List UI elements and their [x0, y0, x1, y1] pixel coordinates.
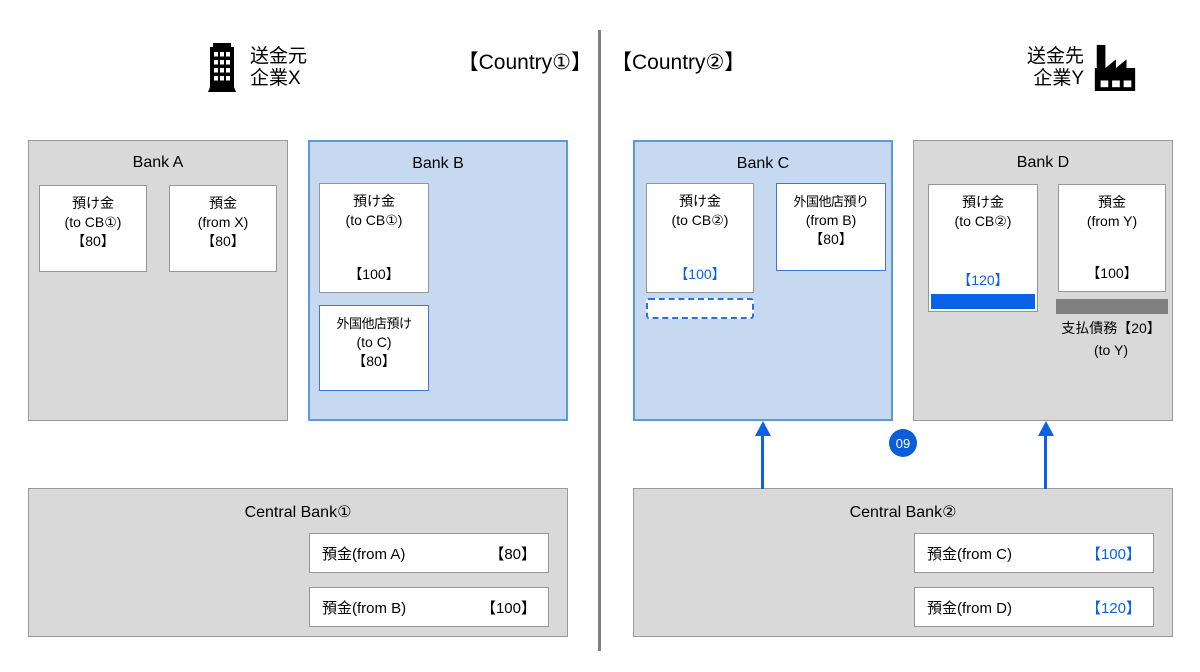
- cell-line: (to CB②): [671, 212, 729, 228]
- cell-value-highlight: 【120】: [957, 272, 1009, 288]
- transfer-arrow-to-bank-c-line: [761, 434, 764, 489]
- cell-value: 【80】: [809, 231, 853, 247]
- cell-value-highlight: 【100】: [674, 266, 726, 282]
- bank-d-deposit-from-y-cell: 預金 (from Y) 【100】: [1058, 184, 1166, 292]
- cell-line: 預け金: [72, 195, 114, 211]
- row-value-highlight: 【100】: [1085, 545, 1141, 563]
- central-bank-2-title: Central Bank②: [849, 504, 957, 521]
- central-bank-1-box: Central Bank① 預金(from A) 【80】 預金(from B)…: [28, 488, 568, 637]
- factory-icon: [1091, 43, 1139, 93]
- sender-role: 送金元: [250, 46, 308, 67]
- bank-c-pending-cell: [646, 298, 754, 319]
- bank-b-foreign-nostro-cell: 外国他店預け (to C) 【80】: [319, 305, 429, 391]
- cell-line: 預金: [1098, 194, 1126, 210]
- cb1-row-from-a: 預金(from A) 【80】: [309, 533, 549, 573]
- payable-line1: 支払債務【20】: [1061, 320, 1161, 336]
- bank-b-box: Bank B 預け金 (to CB①) 【100】 外国他店預け (to C) …: [308, 140, 568, 421]
- sender-label: 送金元 企業X: [250, 46, 307, 90]
- cell-line: 外国他店預け: [336, 316, 412, 331]
- cell-line: (to CB①): [345, 212, 403, 228]
- office-building-icon: [205, 41, 239, 93]
- cell-line: 預け金: [679, 193, 721, 209]
- cell-line: (to C): [356, 334, 392, 350]
- cell-value: 【80】: [201, 233, 245, 249]
- central-bank-1-title: Central Bank①: [244, 504, 352, 521]
- cell-value: 【80】: [71, 233, 115, 249]
- cell-line: (to CB②): [954, 213, 1012, 229]
- bank-c-deposit-to-cb2-cell: 預け金 (to CB②) 【100】: [646, 183, 754, 293]
- bank-b-title: Bank B: [412, 155, 464, 172]
- cb2-row-from-c: 預金(from C) 【100】: [914, 533, 1154, 573]
- cb2-row-from-d: 預金(from D) 【120】: [914, 587, 1154, 627]
- country1-label: 【Country①】: [457, 51, 592, 74]
- cell-line: 預け金: [353, 193, 395, 209]
- bank-a-deposit-to-cb1-cell: 預け金 (to CB①) 【80】: [39, 185, 147, 272]
- row-value-highlight: 【120】: [1085, 599, 1141, 617]
- bank-a-box: Bank A 預け金 (to CB①) 【80】 預金 (from X) 【80…: [28, 140, 288, 421]
- row-label: 預金(from D): [927, 599, 1012, 617]
- cell-line: 預金: [209, 195, 237, 211]
- cell-line: 外国他店預り: [793, 194, 869, 209]
- cell-line: (from Y): [1086, 213, 1138, 229]
- bank-d-box: Bank D 預け金 (to CB②) 【120】 預金 (from Y) 【1…: [913, 140, 1173, 421]
- receiver-role: 送金先: [1026, 46, 1084, 67]
- bank-a-title: Bank A: [132, 154, 184, 171]
- cell-line: (to CB①): [64, 214, 122, 230]
- receiver-company: 企業Y: [1033, 68, 1084, 89]
- row-label: 預金(from B): [322, 599, 407, 617]
- cell-value: 【80】: [352, 353, 396, 369]
- transfer-arrow-to-bank-d-head: [1038, 421, 1054, 436]
- step-badge: 09: [889, 429, 917, 457]
- cell-line: (from B): [805, 212, 857, 228]
- payable-bar: [1056, 299, 1168, 314]
- receiver-label: 送金先 企業Y: [1008, 46, 1084, 90]
- bank-c-title: Bank C: [736, 155, 790, 172]
- cell-value: 【100】: [348, 266, 400, 282]
- bank-d-title: Bank D: [1016, 154, 1070, 171]
- transfer-arrow-to-bank-c-head: [755, 421, 771, 436]
- cell-line: 預け金: [962, 194, 1004, 210]
- deposit-highlight-bar: [931, 294, 1035, 309]
- bank-a-deposit-from-x-cell: 預金 (from X) 【80】: [169, 185, 277, 272]
- cell-value: 【100】: [1086, 265, 1138, 281]
- bank-c-foreign-vostro-cell: 外国他店預り (from B) 【80】: [776, 183, 886, 271]
- country-divider: [598, 30, 601, 651]
- row-label: 預金(from A): [322, 545, 406, 563]
- row-value: 【80】: [489, 545, 536, 563]
- payable-label: 支払債務【20】 (to Y): [1041, 317, 1181, 361]
- bank-d-deposit-to-cb2-cell: 預け金 (to CB②) 【120】: [928, 184, 1038, 312]
- payable-line2: (to Y): [1094, 342, 1128, 358]
- country2-label: 【Country②】: [611, 51, 746, 74]
- bank-b-deposit-to-cb1-cell: 預け金 (to CB①) 【100】: [319, 183, 429, 293]
- central-bank-2-box: Central Bank② 預金(from C) 【100】 預金(from D…: [633, 488, 1173, 637]
- bank-c-box: Bank C 預け金 (to CB②) 【100】 外国他店預り (from B…: [633, 140, 893, 421]
- cell-line: (from X): [197, 214, 249, 230]
- sender-company: 企業X: [250, 68, 301, 89]
- row-label: 預金(from C): [927, 545, 1012, 563]
- transfer-arrow-to-bank-d-line: [1044, 434, 1047, 489]
- row-value: 【100】: [480, 599, 536, 617]
- cb1-row-from-b: 預金(from B) 【100】: [309, 587, 549, 627]
